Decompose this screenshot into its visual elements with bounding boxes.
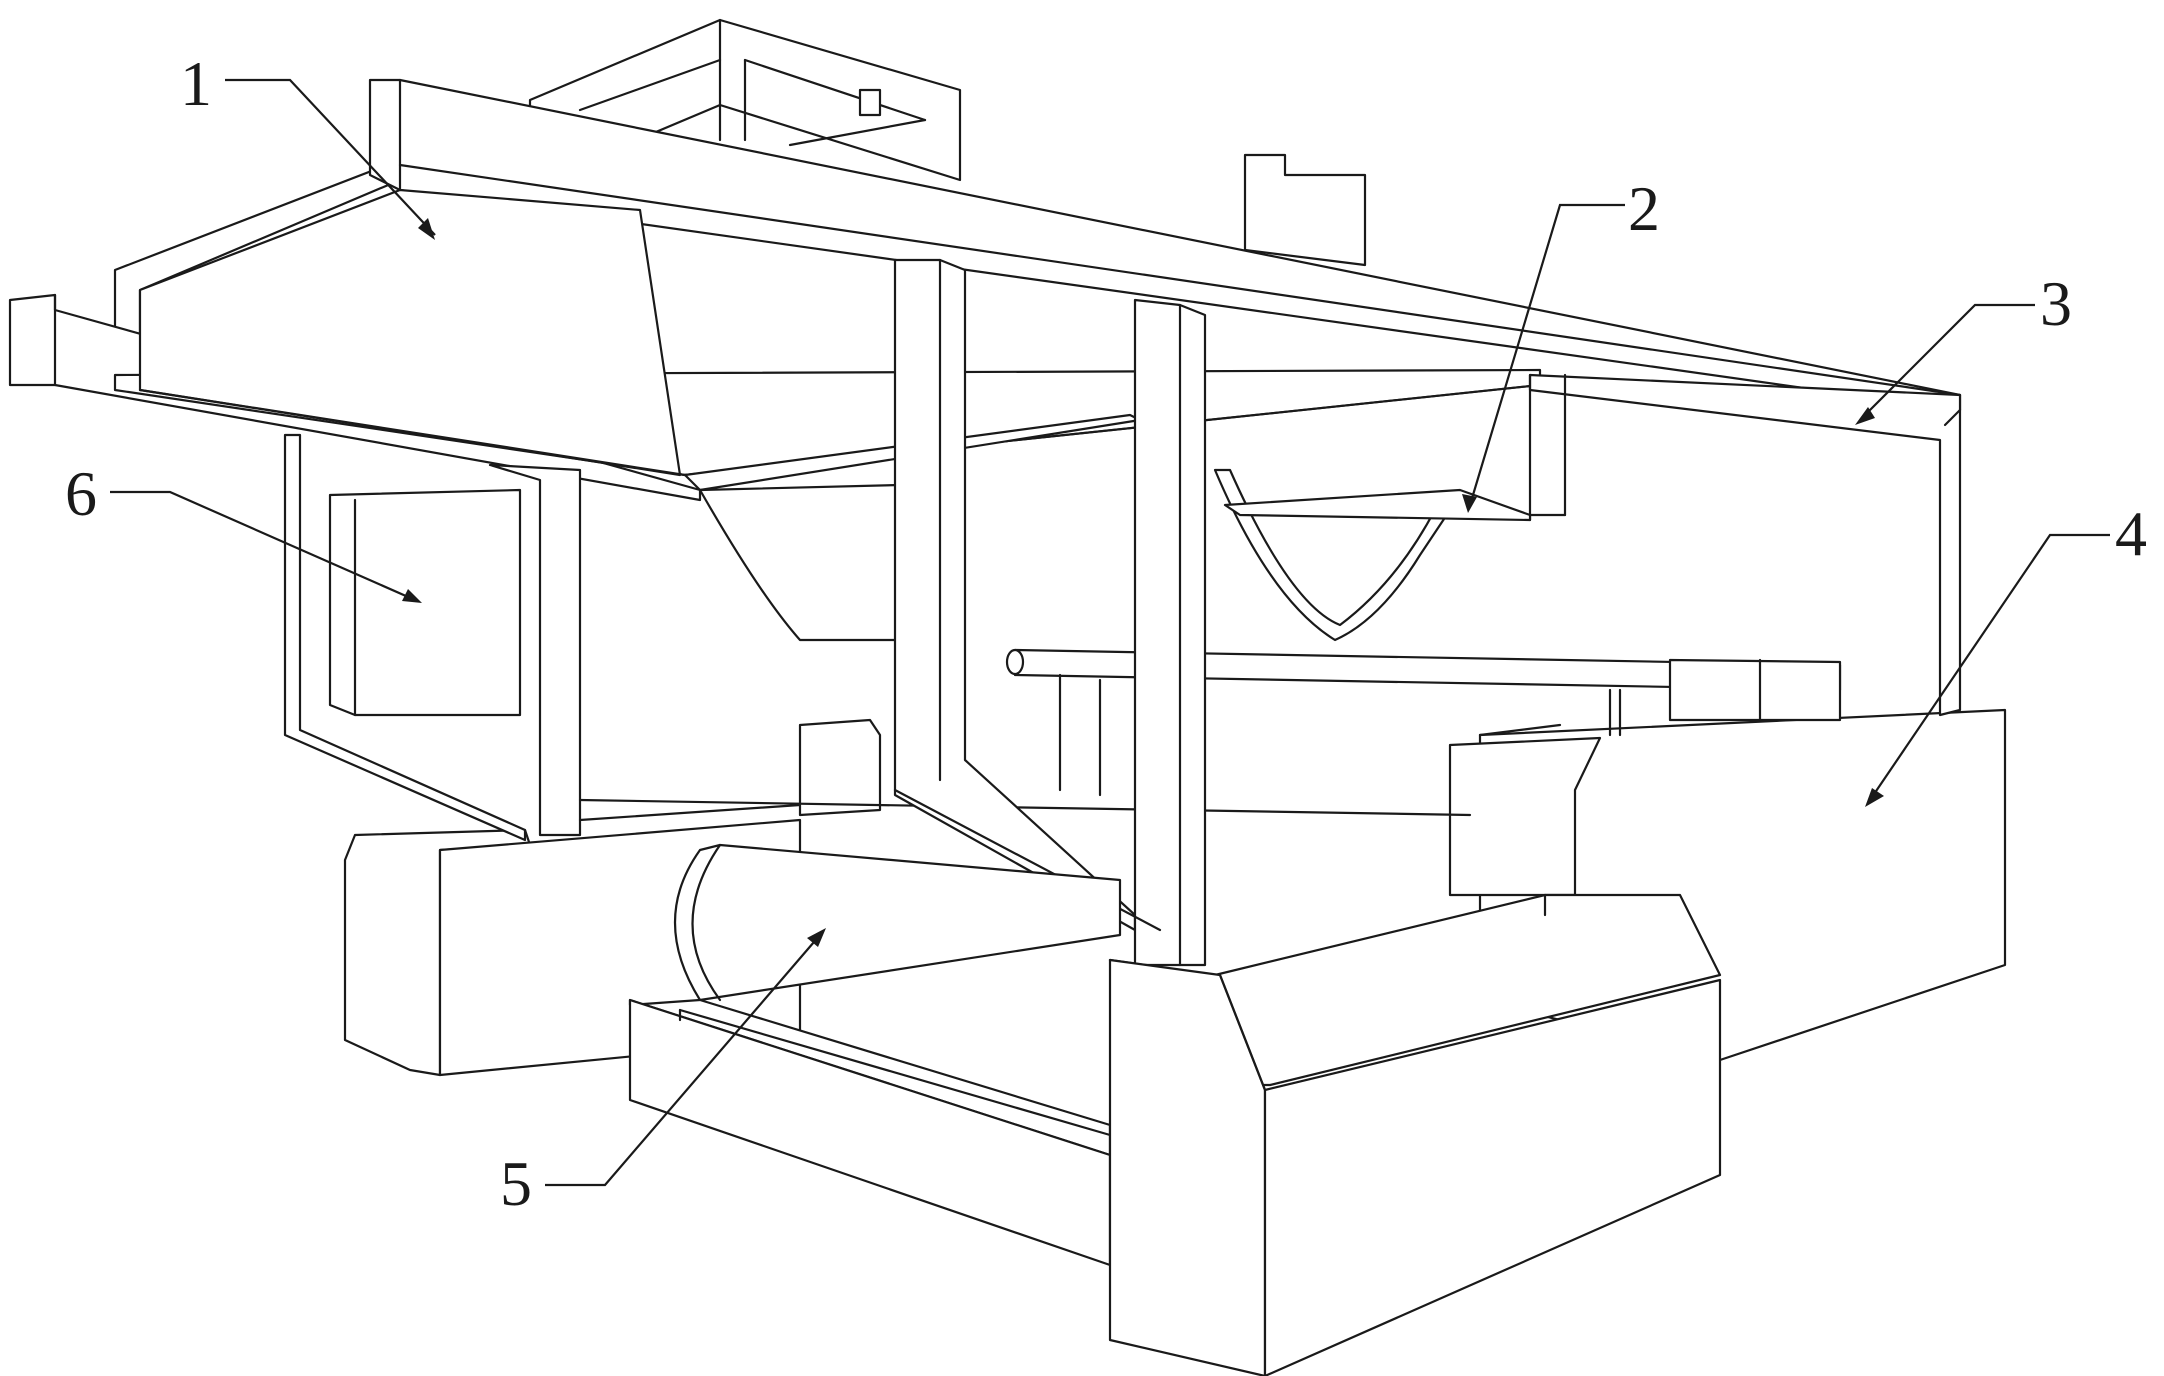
drum-body: [673, 843, 1122, 1002]
center-post-b: [1133, 298, 1207, 967]
left-legs: [283, 433, 802, 842]
central-posts: [893, 258, 1207, 967]
callout-2: 2: [1462, 173, 1660, 513]
right-base-block: [1448, 736, 1602, 897]
trough-front: [628, 998, 1112, 1267]
callout-5: 5: [500, 928, 826, 1219]
motor-housing: [1668, 658, 1842, 722]
right-frame-leg: [1528, 373, 1962, 717]
small-block: [798, 718, 882, 817]
callout-label: 1: [180, 48, 212, 119]
arrow-head: [807, 928, 826, 947]
top-right-post: [1243, 153, 1367, 267]
callout-label: 2: [1628, 173, 1660, 244]
arrow-head: [1855, 407, 1875, 425]
front-trough: [628, 998, 1112, 1267]
callout-label: 5: [500, 1148, 532, 1219]
leader-line: [1869, 533, 2110, 801]
front-block-right: [1263, 978, 1722, 1376]
roller-shaft: [578, 648, 1842, 817]
callout-4: 4: [1865, 498, 2147, 807]
leader-line: [1859, 303, 2035, 421]
control-box: [328, 488, 522, 717]
center-post-a: [893, 258, 1137, 932]
roller-drum: [673, 843, 1122, 1002]
hopper-left-wall: [698, 483, 902, 642]
callout-label: 6: [65, 458, 97, 529]
leader-line: [545, 934, 821, 1187]
arrow-head: [1865, 788, 1884, 807]
callout-6: 6: [65, 458, 422, 603]
arrow-head: [402, 589, 422, 603]
left-leg-a: [283, 433, 527, 842]
callout-3: 3: [1855, 268, 2072, 425]
leader-line: [1468, 203, 1625, 506]
arrow-head: [1462, 494, 1477, 513]
left-leg-b: [488, 463, 582, 837]
front-machine-block: [1108, 893, 1722, 1376]
callout-1: 1: [180, 48, 436, 240]
arrow-head: [418, 218, 435, 240]
callout-label: 3: [2040, 268, 2072, 339]
callout-label: 4: [2115, 498, 2147, 569]
leader-line: [110, 490, 416, 602]
leader-line: [225, 78, 436, 236]
